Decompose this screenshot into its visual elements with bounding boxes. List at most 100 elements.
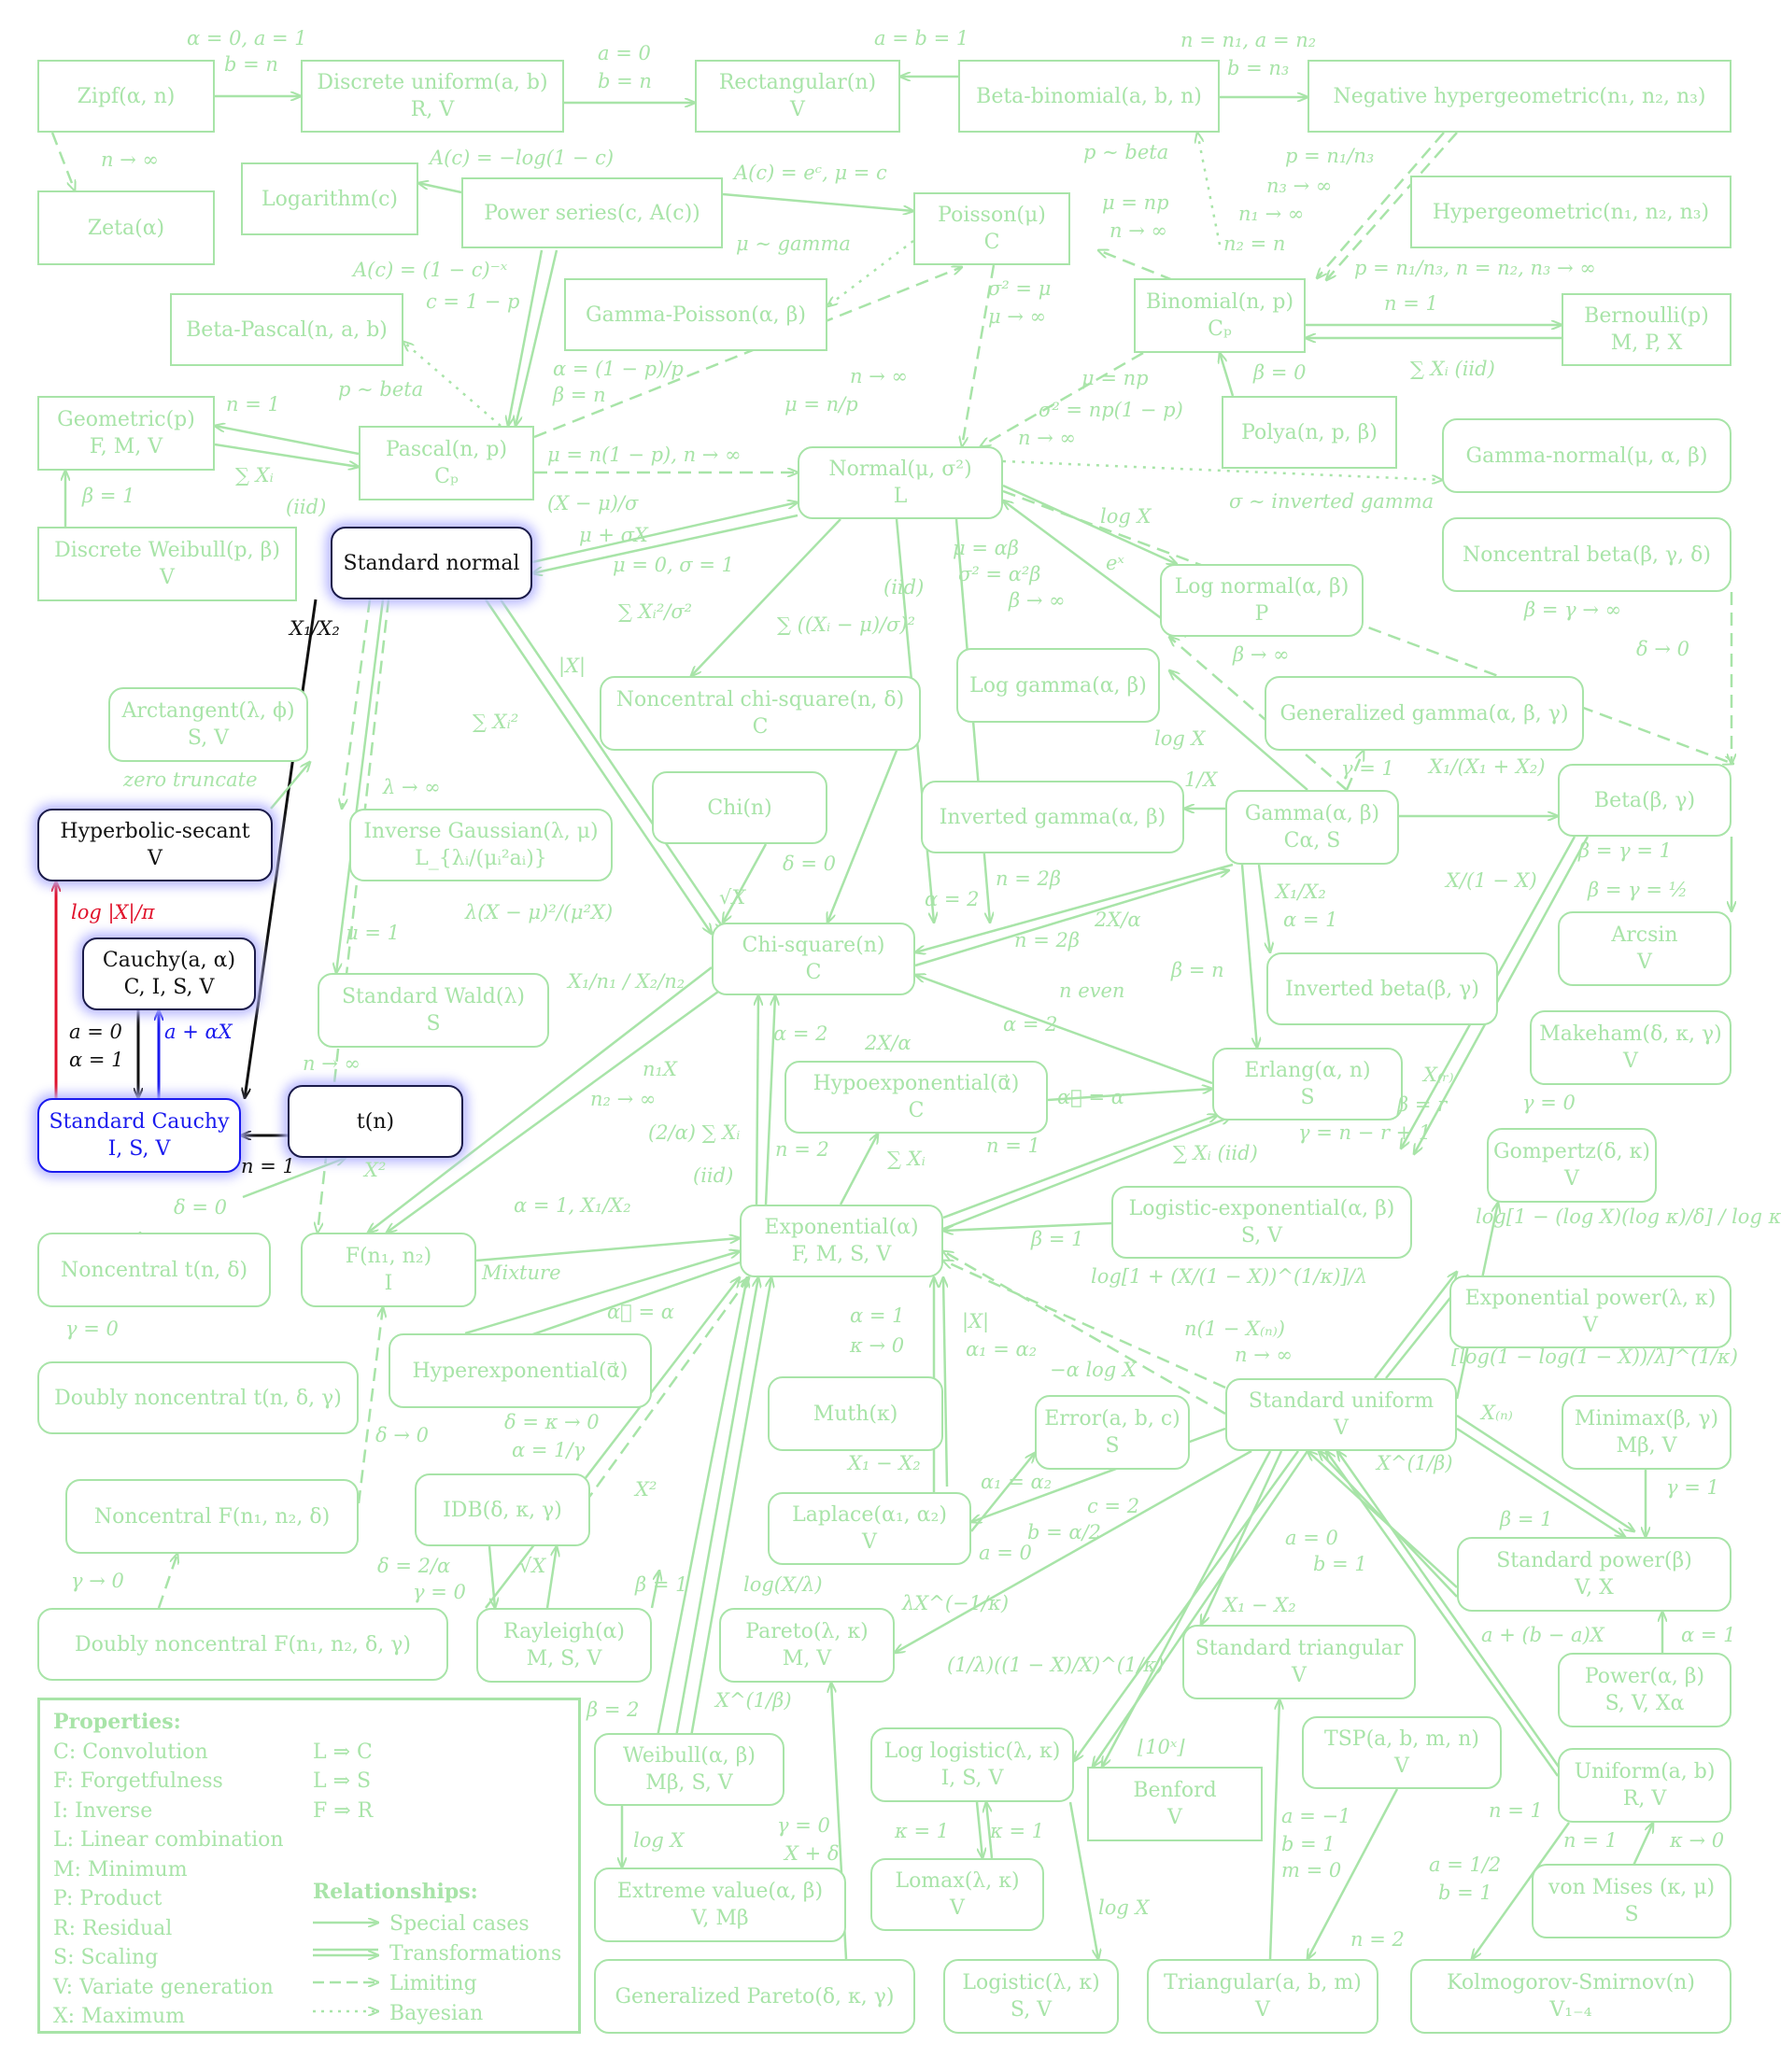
edge-label: n = 1 <box>1489 1799 1543 1822</box>
legend-property: C: Convolution <box>53 1741 208 1764</box>
relationship-link <box>488 1545 495 1608</box>
node-properties: L_{λᵢ/(μᵢ²aᵢ)} <box>415 847 547 870</box>
node-properties: Mβ, S, V <box>645 1771 733 1795</box>
relationship-link <box>1631 1823 1653 1868</box>
node-bernoulli: Bernoulli(p)M, P, X <box>1562 293 1732 366</box>
legend-property: I: Inverse <box>53 1799 153 1823</box>
node-properties: V <box>1167 1806 1182 1829</box>
edge-label: A(c) = −log(1 − c) <box>430 147 615 169</box>
edge-label: κ = 1 <box>990 1820 1045 1842</box>
edge-label: X₍ₙ₎ <box>1481 1402 1513 1424</box>
node-name: Negative hypergeometric(n₁, n₂, n₃) <box>1333 84 1706 108</box>
node-properties: C <box>983 231 1000 254</box>
legend-line-samples <box>313 1906 395 2027</box>
node-noncentral-t: Noncentral t(n, δ) <box>37 1233 271 1307</box>
edge-label: α⃗ = α <box>607 1301 674 1323</box>
edge-label: p = n₁/n₃, n = n₂, n₃ → ∞ <box>1354 257 1596 279</box>
edge-label: n₃ → ∞ <box>1266 175 1333 197</box>
edge-label: p = n₁/n₃ <box>1285 145 1375 167</box>
node-properties: Cₚ <box>434 465 459 488</box>
relationship-link <box>516 249 558 426</box>
edge-label: n = n₁, a = n₂ <box>1180 29 1317 51</box>
node-name: Cauchy(a, α) <box>102 949 236 972</box>
relationship-link <box>915 863 1234 952</box>
legend-property: M: Minimum <box>53 1858 188 1882</box>
edge-label: μ → ∞ <box>988 305 1047 328</box>
node-name: Noncentral F(n₁, n₂, δ) <box>93 1504 331 1529</box>
relationship-link <box>1472 1822 1571 1959</box>
node-properties: S <box>1624 1903 1639 1926</box>
edge-label: γ = n − r + 1 <box>1298 1121 1432 1144</box>
relationship-link <box>1093 1450 1309 1767</box>
node-properties: P <box>1254 602 1269 626</box>
edge-label: α = 1, X₁/X₂ <box>514 1194 631 1217</box>
edge-label: b = 1 <box>1438 1882 1492 1904</box>
edge-label: log(X/λ) <box>743 1573 823 1596</box>
node-properties: C <box>752 715 769 739</box>
edge-label: log[1 − (log X)(log κ)/δ] / log κ <box>1476 1205 1781 1228</box>
relationship-link <box>689 1277 771 1738</box>
node-name: Doubly noncentral t(n, δ, γ) <box>54 1386 342 1410</box>
legend-property: P: Product <box>53 1887 163 1910</box>
edge-label: γ → 0 <box>71 1570 124 1592</box>
node-properties: S <box>1105 1434 1120 1458</box>
node-name: Uniform(a, b) <box>1574 1760 1716 1783</box>
edge-label: σ² = α²β <box>958 563 1041 585</box>
edge-label: n = 1 <box>1563 1829 1618 1852</box>
edge-label: α = 2 <box>925 888 980 910</box>
node-inverted-beta: Inverted beta(β, γ) <box>1266 952 1498 1025</box>
edge-label: β = r <box>1397 1093 1448 1116</box>
relationship-link <box>1169 637 1348 791</box>
edge-label: n₁X <box>643 1058 677 1080</box>
node-name: Triangular(a, b, m) <box>1164 1971 1362 1994</box>
node-properties: Cₚ <box>1208 317 1232 341</box>
edge-label: [log(1 − log(1 − X))/λ]^(1/κ) <box>1451 1346 1738 1368</box>
node-properties: S, V, Xα <box>1604 1692 1685 1715</box>
edge-label: ∑ Xᵢ (iid) <box>1410 358 1495 380</box>
node-properties: C <box>805 961 822 984</box>
node-name: Standard uniform <box>1248 1389 1435 1413</box>
edge-label: β = 1 <box>1031 1228 1084 1250</box>
legend-property: X: Maximum <box>53 2005 186 2028</box>
legend-property: V: Variate generation <box>53 1976 274 1999</box>
edge-label: β = 1 <box>1500 1508 1553 1530</box>
relationship-link <box>1456 1427 1625 1537</box>
edge-label: α₁ = α₂ <box>966 1338 1038 1360</box>
node-name: Gamma(α, β) <box>1244 802 1380 825</box>
relationship-link <box>484 599 712 934</box>
node-name: Noncentral chi-square(n, δ) <box>615 688 905 712</box>
edge-label: n₂ = n <box>1223 233 1286 255</box>
node-properties: I <box>384 1272 393 1295</box>
edge-label: α = 1 <box>1681 1624 1736 1646</box>
relationship-link <box>1197 133 1222 246</box>
edge-label: β → ∞ <box>1233 643 1290 666</box>
relationship-link <box>915 975 1213 1085</box>
node-pascal: Pascal(n, p)Cₚ <box>359 426 534 500</box>
edge-label: β → ∞ <box>1009 589 1066 612</box>
node-properties: C, I, S, V <box>123 976 215 999</box>
node-name: Arctangent(λ, ϕ) <box>121 699 295 723</box>
node-name: Power(α, β) <box>1584 1665 1705 1688</box>
relationship-link <box>245 599 318 1098</box>
node-rectangular: Rectangular(n)V <box>695 60 900 133</box>
edge-label: μ = n/p <box>784 393 858 416</box>
relationship-link <box>336 599 385 973</box>
node-poisson: Poisson(μ)C <box>913 192 1070 265</box>
node-geometric: Geometric(p)F, M, V <box>37 396 215 471</box>
node-name: Inverted beta(β, γ) <box>1285 977 1479 1001</box>
node-properties: S, V <box>187 726 230 750</box>
node-standard-normal: Standard normal <box>331 527 532 599</box>
edge-label: X₁/(X₁ + X₂) <box>1429 755 1546 778</box>
node-properties: V <box>950 1896 965 1920</box>
edge-label: β = 0 <box>1253 361 1307 384</box>
node-name: Gamma-normal(μ, α, β) <box>1465 444 1708 468</box>
edge-label: √X <box>719 886 746 909</box>
node-properties: V <box>148 847 163 870</box>
relationship-link <box>418 183 462 194</box>
edge-label: a = 0 <box>69 1021 122 1043</box>
edge-label: ∑ ((Xᵢ − μ)/σ)² <box>777 613 916 636</box>
node-properties: V <box>862 1530 877 1554</box>
edge-label: μ + σX <box>579 524 648 546</box>
